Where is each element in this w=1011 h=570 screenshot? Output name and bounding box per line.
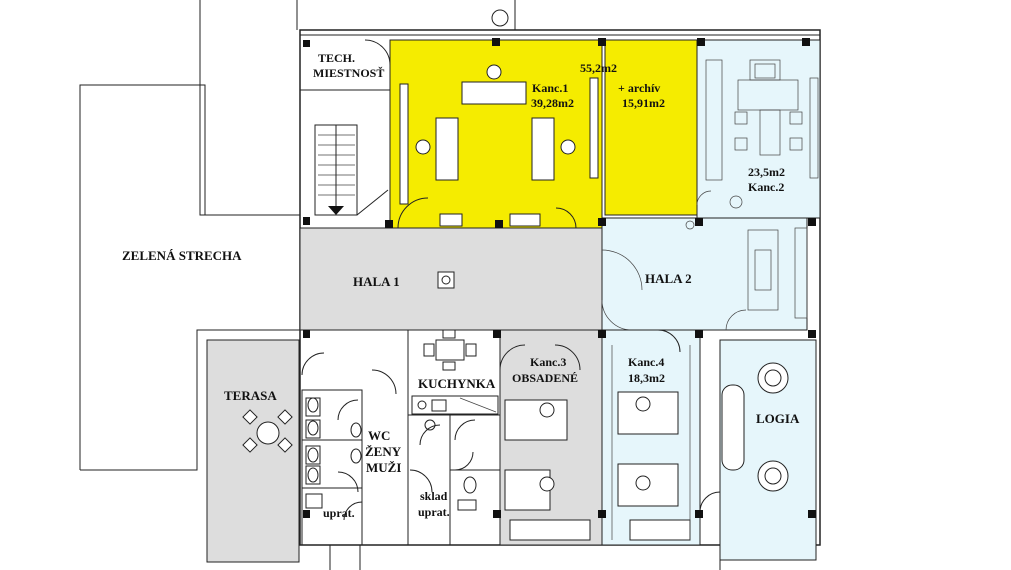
kanc1-total-label: 55,2m2 <box>580 61 617 75</box>
logia-label: LOGIA <box>756 411 800 426</box>
stairs <box>300 39 391 216</box>
columns <box>303 38 816 518</box>
logia-furniture <box>699 362 789 513</box>
top-circle-fixture <box>491 9 509 27</box>
wc-label-2: ŽENY <box>365 444 402 459</box>
kanc3-furniture <box>499 344 591 541</box>
kitchen <box>407 329 501 416</box>
sklad-label-2: uprat. <box>418 505 450 519</box>
kanc3-label-2: OBSADENÉ <box>512 371 578 385</box>
archiv-label-2: 15,91m2 <box>622 96 665 110</box>
kanc2-label-2: Kanc.2 <box>748 180 784 194</box>
hala2-label: HALA 2 <box>645 271 692 286</box>
wc-area <box>301 352 397 546</box>
kanc1-label-1: Kanc.1 <box>532 81 568 95</box>
kanc4-label-2: 18,3m2 <box>628 371 665 385</box>
archiv-label-1: + archív <box>618 81 660 95</box>
zelena-strecha-label: ZELENÁ STRECHA <box>122 248 242 263</box>
uprat-label: uprat. <box>323 506 355 520</box>
terasa-label: TERASA <box>224 388 277 403</box>
wc-label-3: MUŽI <box>366 460 401 475</box>
kanc3-label-1: Kanc.3 <box>530 355 566 369</box>
kanc2-area <box>696 39 821 219</box>
hala1-fixture <box>437 271 455 289</box>
kanc2-label-1: 23,5m2 <box>748 165 785 179</box>
surrounding-outlines <box>79 0 721 570</box>
kanc4-area <box>601 329 701 546</box>
archiv-area <box>604 39 698 216</box>
kanc1-furniture <box>397 64 599 229</box>
kanc1-label-2: 39,28m2 <box>531 96 574 110</box>
kuchynka-label: KUCHYNKA <box>418 376 496 391</box>
wc-label-1: WC <box>368 428 390 443</box>
sklad-label-1: sklad <box>420 489 448 503</box>
kanc4-furniture <box>611 329 691 541</box>
kanc4-label-1: Kanc.4 <box>628 355 664 369</box>
terasa-furniture <box>242 409 293 453</box>
tech-label-2: MIESTNOSŤ <box>313 66 384 80</box>
tech-label-1: TECH. <box>318 51 355 65</box>
kanc2-furniture <box>696 59 819 209</box>
hala1-label: HALA 1 <box>353 274 400 289</box>
hala2-area <box>601 217 808 331</box>
